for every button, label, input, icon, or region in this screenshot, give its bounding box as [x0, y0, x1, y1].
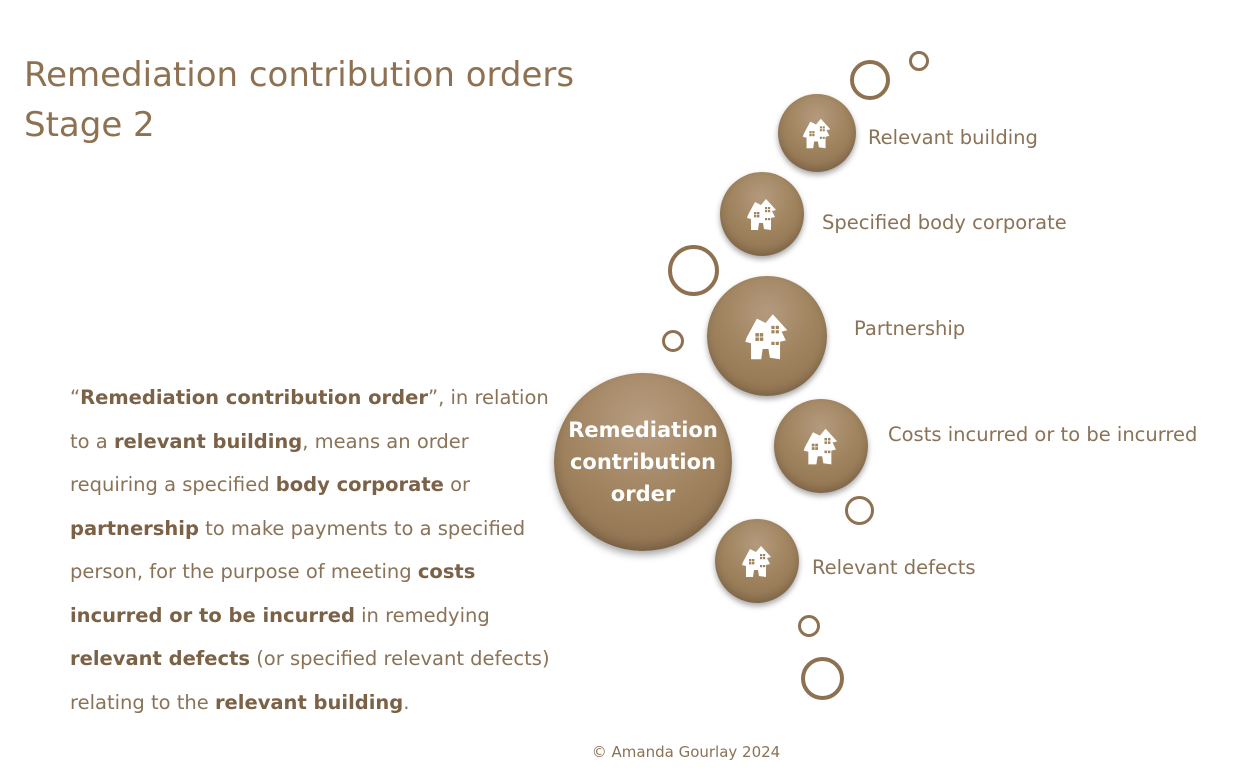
definition-text-part: .	[403, 690, 410, 714]
house-icon	[738, 307, 796, 365]
node-bubble-costs-incurred	[774, 399, 868, 493]
node-bubble-partnership	[707, 276, 827, 396]
definition-text-part: or	[443, 473, 471, 496]
slide-title-line-1: Remediation contribution orders	[24, 55, 575, 95]
slide-title: Remediation contribution orders Stage 2	[24, 50, 574, 150]
definition-text-part: ”, in relation to a	[70, 386, 549, 453]
decorative-ring	[909, 51, 929, 71]
house-icon	[737, 541, 777, 581]
slide-title-line-2: Stage 2	[24, 105, 155, 145]
house-icon	[798, 423, 844, 469]
house-icon	[742, 194, 782, 234]
decorative-ring	[845, 496, 874, 525]
node-label: Partnership	[854, 317, 966, 340]
decorative-ring	[798, 615, 820, 637]
house-icon	[798, 114, 836, 152]
decorative-ring	[850, 60, 890, 100]
node-label: Costs incurred or to be incurred	[888, 423, 1198, 446]
definition-text-part: in remedying	[354, 603, 490, 627]
decorative-ring	[801, 657, 844, 700]
node-bubble-relevant-defects	[715, 519, 799, 603]
center-label: Remediation contribution order	[568, 418, 718, 506]
node-label: Specified body corporate	[822, 211, 1067, 234]
decorative-ring	[668, 245, 719, 296]
definition-emphasis: costs incurred or to be incurred	[70, 560, 476, 627]
definition-emphasis: Remediation contribution order	[80, 386, 428, 409]
node-label: Relevant building	[868, 126, 1038, 149]
definition-text-part: (or specified relevant defects) relating…	[70, 647, 550, 714]
copyright-footer: © Amanda Gourlay 2024	[591, 743, 781, 761]
definition-text: “Remediation contribution order”, in rel…	[70, 376, 560, 724]
center-bubble: Remediation contribution order	[554, 373, 732, 551]
definition-emphasis: body corporate	[275, 473, 444, 496]
definition-emphasis: partnership	[70, 516, 199, 540]
node-bubble-relevant-building	[778, 94, 856, 172]
node-bubble-specified-body-corporate	[720, 172, 804, 256]
definition-text-part: to make payments to a specified person, …	[70, 516, 526, 584]
definition-emphasis: relevant building	[113, 429, 303, 453]
node-label: Relevant defects	[812, 556, 976, 579]
decorative-ring	[662, 330, 684, 352]
definition-emphasis: relevant building	[214, 690, 404, 714]
definition-text-part: , means an order requiring a specified	[70, 429, 469, 497]
definition-text-part: “	[70, 386, 81, 409]
definition-emphasis: relevant defects	[70, 647, 250, 670]
